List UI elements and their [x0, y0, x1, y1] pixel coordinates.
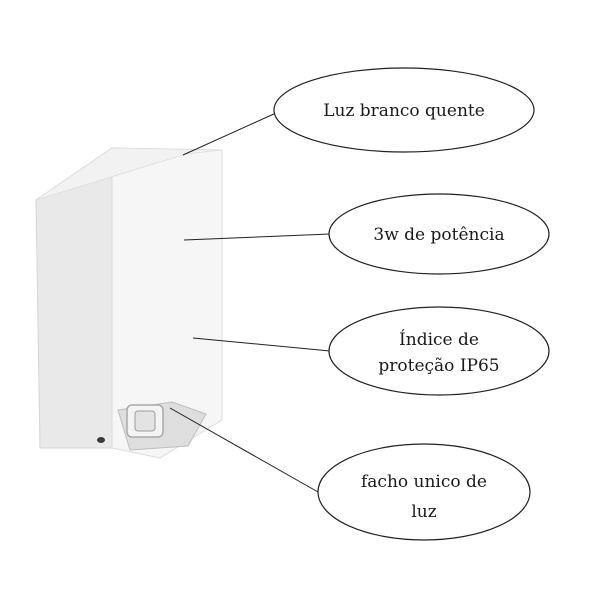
leader-line-color	[182, 112, 277, 156]
leader-line-power	[183, 233, 331, 241]
fixture-screw-hole	[97, 437, 105, 443]
callout-color: Luz branco quente	[273, 67, 535, 153]
callout-protection-text-line2: proteção IP65	[378, 356, 499, 376]
fixture-top-face	[35, 147, 223, 201]
callout-protection: Índice de proteção IP65	[328, 306, 550, 396]
leader-lines	[169, 112, 331, 493]
callout-beam-text-line1: facho unico de	[361, 472, 487, 492]
callout-protection-text-line1: Índice de	[399, 329, 479, 350]
leader-line-protection	[192, 337, 331, 352]
leader-line-beam	[169, 407, 319, 493]
callout-power: 3w de potência	[328, 193, 550, 275]
fixture-lens-housing	[117, 401, 207, 451]
callout-beam-text-line2: luz	[411, 502, 436, 522]
callout-power-text: 3w de potência	[373, 225, 504, 245]
callouts: Luz branco quente 3w de potência Índice …	[273, 67, 550, 541]
callout-color-text: Luz branco quente	[323, 101, 485, 121]
wall-light-fixture	[35, 147, 223, 459]
callout-beam: facho unico de luz	[317, 443, 531, 541]
